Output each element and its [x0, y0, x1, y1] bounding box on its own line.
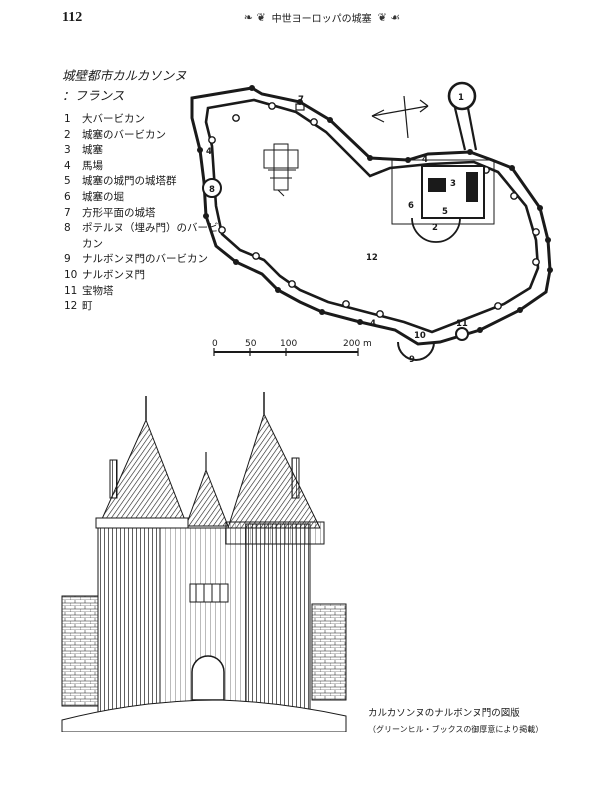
plan-marker: 12 — [366, 253, 378, 263]
treasure-tower — [455, 327, 469, 341]
plan-marker: 6 — [408, 201, 414, 211]
square-tower — [295, 103, 305, 111]
plan-marker: 11 — [456, 319, 468, 329]
running-head: ❧ ❦ 中世ヨーロッパの城塞 ❦ ☙ — [232, 10, 412, 25]
ornament-right-icon: ❦ ☙ — [377, 11, 401, 24]
north-arrow-icon — [371, 95, 429, 139]
scale-label: 0 — [212, 339, 218, 349]
ornament-left-icon: ❧ ❦ — [243, 11, 266, 24]
caption-credit: （グリーンヒル・ブックスの御厚意により掲載） — [368, 725, 544, 734]
great-barbican — [447, 81, 477, 111]
plan-marker: 4 — [370, 319, 376, 329]
plan-marker: 2 — [432, 223, 438, 233]
narbonne-gate-engraving — [61, 392, 347, 732]
scale-label: 100 — [280, 339, 297, 349]
plan-marker: 8 — [209, 185, 215, 195]
page-number: 112 — [62, 10, 83, 25]
potern-barbican — [202, 178, 222, 198]
plan-title-line1: 城壁都市カルカソンヌ — [62, 68, 187, 83]
plan-title: 城壁都市カルカソンヌ ：フランス — [62, 66, 187, 106]
scale-label: 200 m — [343, 339, 372, 349]
scale-bar: 0 50 100 200 m — [212, 339, 372, 356]
plan-marker: 10 — [414, 331, 426, 341]
cathedral-plan — [263, 143, 299, 197]
outer-wall — [190, 86, 552, 346]
scale-label: 50 — [245, 339, 257, 349]
wall-towers — [197, 85, 553, 333]
inner-towers — [208, 102, 540, 318]
caption-title: カルカソンヌのナルボンヌ門の図版 — [368, 708, 520, 719]
plan-marker: 9 — [409, 355, 415, 365]
plan-marker: 4 — [422, 155, 428, 165]
fortress-plan: 1 2 3 4 4 4 5 6 7 8 9 10 11 12 0 50 100 … — [190, 81, 553, 365]
narbonne-barbican — [397, 341, 435, 361]
plan-marker: 3 — [450, 179, 456, 189]
inner-wall — [204, 98, 540, 334]
illustration-caption: カルカソンヌのナルボンヌ門の図版 （グリーンヒル・ブックスの御厚意により掲載） — [368, 706, 543, 738]
plan-marker: 4 — [206, 147, 212, 157]
castle-barbican — [411, 217, 461, 243]
plan-marker: 1 — [458, 93, 464, 103]
running-title: 中世ヨーロッパの城塞 — [271, 14, 372, 25]
plan-marker: 7 — [298, 95, 304, 105]
plan-title-line2: ：フランス — [62, 88, 125, 103]
plan-marker: 5 — [442, 207, 448, 217]
